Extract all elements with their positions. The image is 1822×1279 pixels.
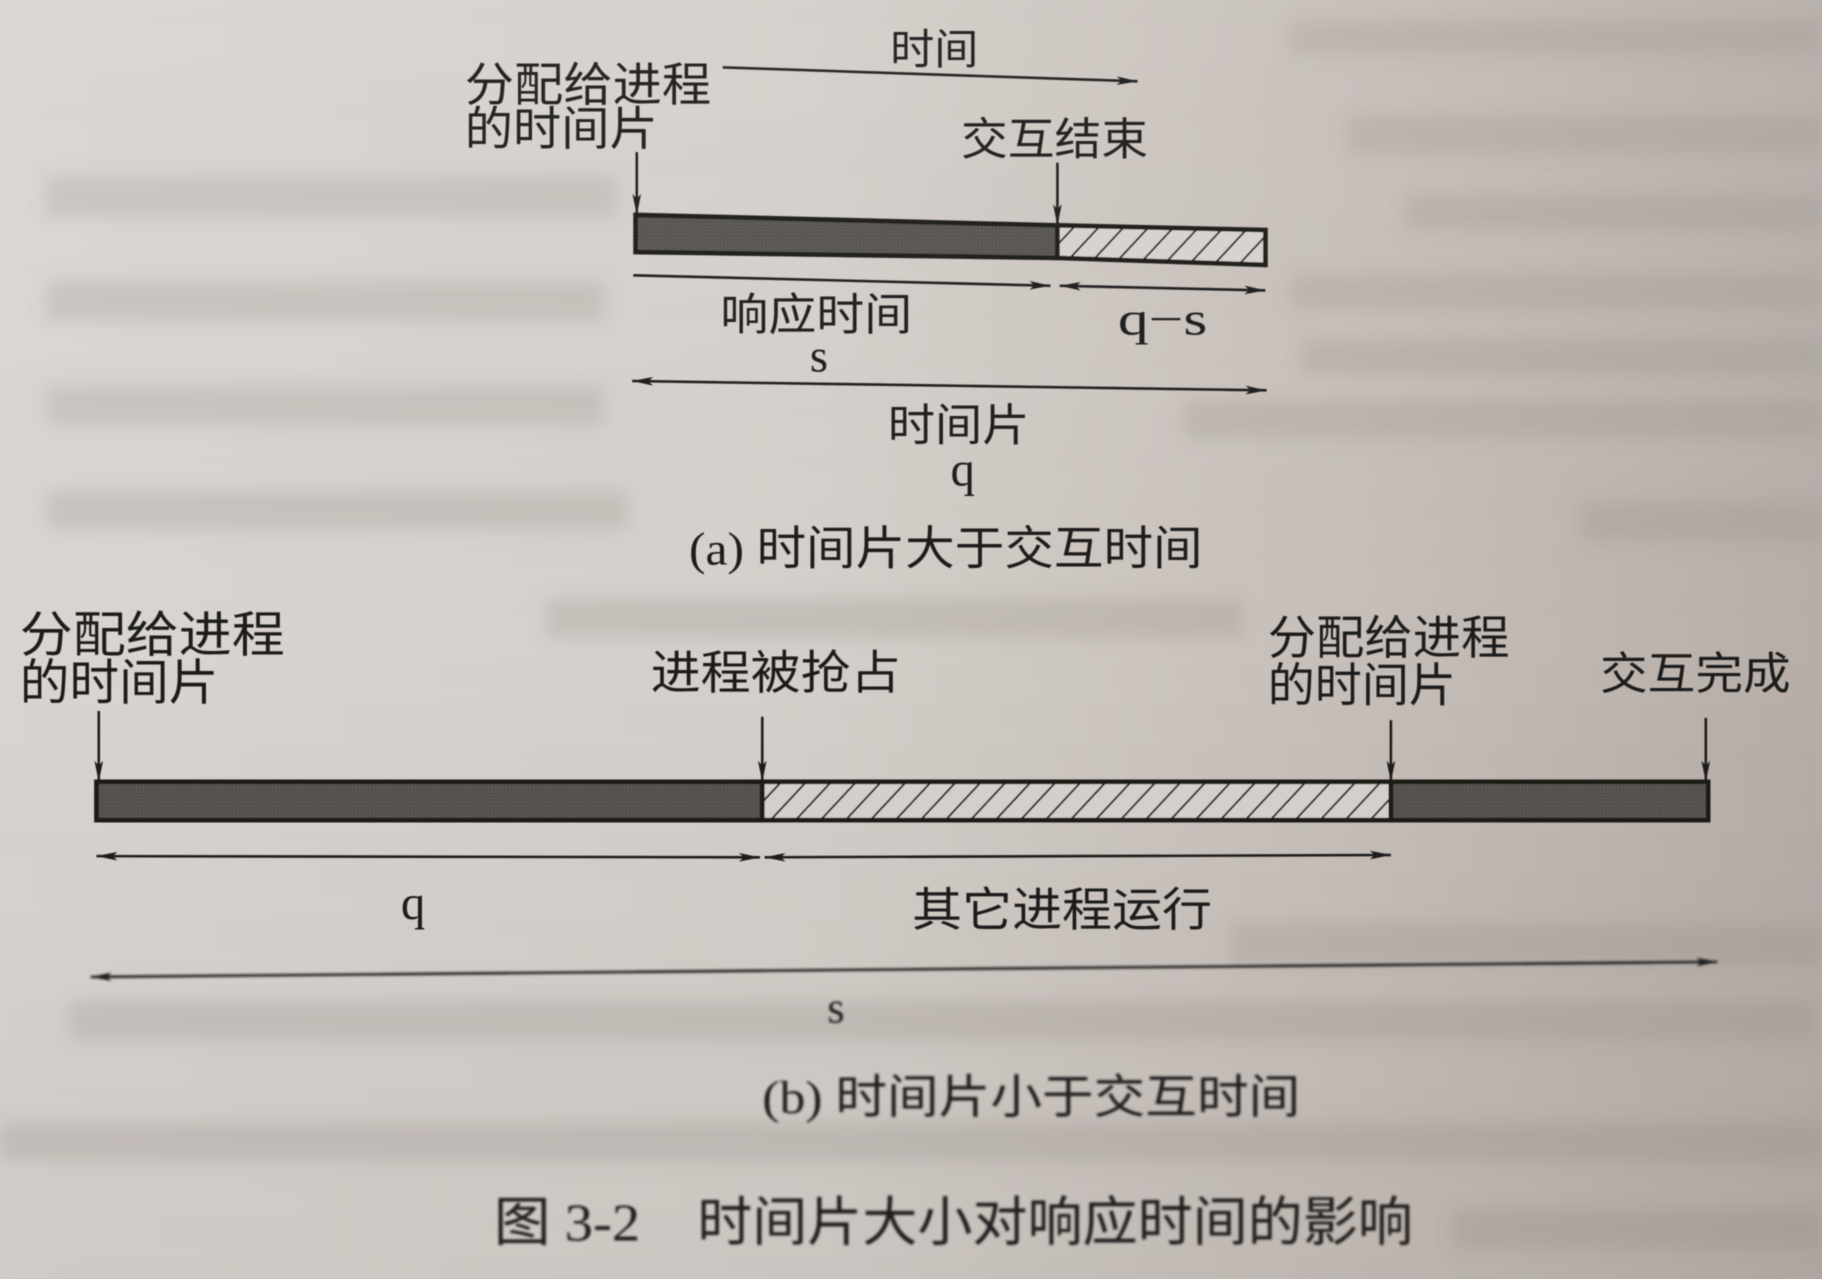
bleed-through-text — [46, 385, 605, 426]
bleed-through-text — [546, 598, 1244, 638]
quantum-arrow — [96, 851, 760, 862]
response-time-arrow — [633, 274, 1051, 290]
other-processes-label: 其它进程运行 — [912, 886, 1212, 937]
quantum-symbol: q — [401, 876, 425, 930]
bleed-through-text — [1301, 339, 1822, 375]
panel-a: 时间 分配给进程 的时间片 交互结束 响应时间 q−s s 时间片 q (a) … — [465, 28, 1268, 576]
bleed-through-text — [69, 1001, 1813, 1041]
bleed-through-text — [46, 176, 616, 217]
figure-number: 图 3-2 — [494, 1193, 640, 1253]
bleed-through-text — [46, 490, 628, 530]
bleed-through-text — [1289, 274, 1822, 310]
panel-b: 分配给进程 的时间片 进程被抢占 分配给进程 的时间片 交互完成 q 其它进程运… — [20, 609, 1791, 937]
second-running-segment — [1388, 779, 1711, 823]
bleed-through-text — [1289, 20, 1822, 54]
interaction-end-label: 交互结束 — [961, 116, 1148, 165]
slice-reassigned-label-line2: 的时间片 — [1268, 662, 1456, 713]
slice-assigned-label-line2: 的时间片 — [20, 656, 219, 710]
first-running-segment — [94, 779, 765, 823]
preempted-label: 进程被抢占 — [651, 649, 901, 700]
time-direction-arrow — [722, 66, 1138, 85]
slice-assigned-label-line2: 的时间片 — [465, 105, 658, 156]
time-axis-label: 时间 — [890, 28, 978, 74]
response-time-symbol: s — [810, 332, 828, 383]
bleed-through-text — [0, 1122, 1822, 1162]
quantum-arrow — [632, 377, 1267, 395]
bleed-through-text — [46, 281, 605, 321]
remaining-time-symbol: q−s — [1118, 295, 1207, 346]
total-response-arrow — [90, 957, 1718, 982]
slice-assigned-label-line1: 分配给进程 — [465, 61, 711, 112]
slice-reassigned-label-line1: 分配给进程 — [1268, 614, 1510, 665]
panel-a-caption: (a) 时间片大于交互时间 — [689, 524, 1203, 576]
bleed-through-text — [1406, 195, 1822, 231]
bleed-through-text — [1580, 501, 1822, 542]
total-response-symbol: s — [827, 983, 844, 1032]
bleed-through-text — [1185, 400, 1822, 438]
bleed-through-text — [1347, 116, 1822, 154]
other-processes-segment — [759, 779, 1394, 823]
running-segment — [633, 212, 1060, 261]
figure-title: 时间片大小对响应时间的影响 — [697, 1193, 1413, 1253]
bleed-through-text-group — [0, 20, 1822, 1250]
bleed-through-text — [1231, 924, 1822, 965]
slice-assigned-label-line1: 分配给进程 — [20, 609, 285, 663]
panel-b-caption: (b) 时间片小于交互时间 — [762, 1072, 1300, 1124]
quantum-symbol: q — [951, 443, 975, 497]
interaction-complete-label: 交互完成 — [1600, 650, 1791, 699]
quantum-label: 时间片 — [888, 401, 1030, 450]
bleed-through-text — [1452, 1208, 1822, 1250]
remaining-time-arrow — [1059, 281, 1266, 295]
response-time-label: 响应时间 — [720, 291, 912, 340]
other-processes-arrow — [764, 850, 1391, 862]
panel-b-lower: s (b) 时间片小于交互时间 图 3-2 时间片大小对响应时间的影响 — [90, 957, 1718, 1253]
idle-remainder-segment — [1055, 222, 1268, 268]
